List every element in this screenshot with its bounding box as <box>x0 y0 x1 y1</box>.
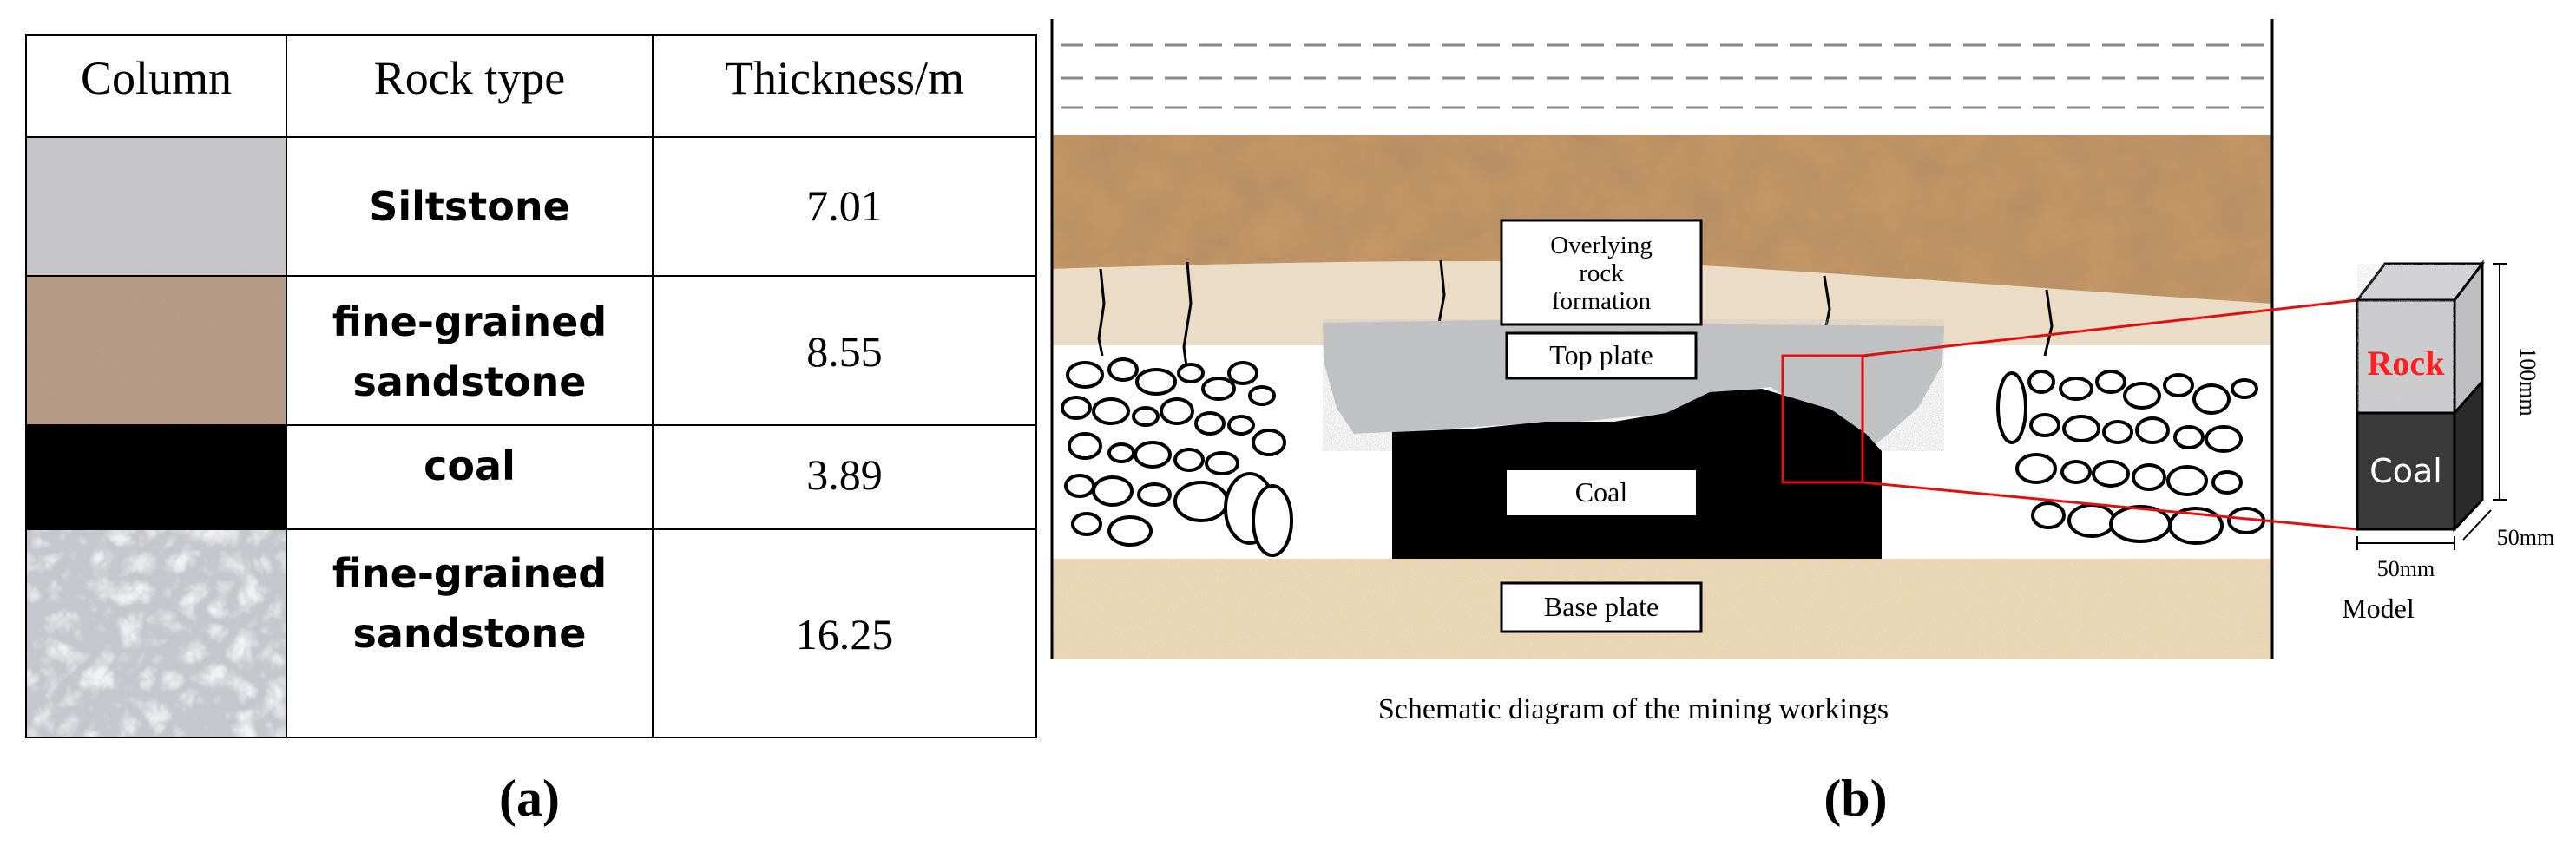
label-base-plate: Base plate <box>1500 581 1703 633</box>
label-overlying-line3: formation <box>1552 287 1652 315</box>
rubble-right <box>1996 370 2265 545</box>
rock-type-fine-sandstone-1-line1: fine-grained <box>332 298 607 345</box>
surface-dashed-lines <box>1061 43 2265 109</box>
fracture-lines <box>1097 259 2054 374</box>
column-swatch-siltstone <box>26 137 286 276</box>
svg-text:Coal: Coal <box>1575 476 1628 508</box>
rock-type-siltstone: Siltstone <box>369 183 570 230</box>
label-overlying-line2: rock <box>1579 259 1624 287</box>
model-coal-label: Coal <box>2369 452 2442 490</box>
thickness-siltstone: 7.01 <box>806 181 883 230</box>
model-width-label: 50mm <box>2377 556 2435 581</box>
thickness-fine-sandstone-2: 16.25 <box>796 610 894 659</box>
rubble-left <box>1061 357 1293 557</box>
top-plate-rock <box>1323 319 1944 451</box>
column-swatch-coal <box>26 425 286 529</box>
model-block: Rock Coal 50mm 50mm 100mm Model <box>2342 259 2554 624</box>
model-depth-label: 50mm <box>2497 525 2554 550</box>
label-coal: Coal <box>1507 470 1696 515</box>
column-swatch-fine-sandstone-white <box>26 529 286 737</box>
rock-type-fine-sandstone-1-line2: sandstone <box>352 358 586 405</box>
rock-type-coal: coal <box>424 442 516 489</box>
diagram-caption: Schematic diagram of the mining workings <box>1378 693 1889 725</box>
label-overlying-rock: Overlying rock formation <box>1500 219 1703 326</box>
model-height-label: 100mm <box>2515 347 2540 416</box>
thickness-coal: 3.89 <box>806 450 883 499</box>
column-swatch-fine-sandstone-brown <box>26 276 286 425</box>
label-overlying-line1: Overlying <box>1550 232 1653 259</box>
svg-text:Top plate: Top plate <box>1549 339 1653 370</box>
rock-type-fine-sandstone-2-line1: fine-grained <box>332 550 607 597</box>
table-grid <box>25 34 1037 738</box>
header-column: Column <box>81 52 232 104</box>
base-plate-layer <box>1052 559 2272 659</box>
sample-callout <box>1781 298 2358 531</box>
panel-b-caption: (b) <box>1824 770 1887 827</box>
thickness-fine-sandstone-1: 8.55 <box>806 327 883 376</box>
header-thickness: Thickness/m <box>725 52 964 104</box>
rock-type-fine-sandstone-2-line2: sandstone <box>352 610 586 657</box>
model-rock-label: Rock <box>2368 344 2446 383</box>
panel-a-caption: (a) <box>499 770 560 827</box>
svg-text:Base plate: Base plate <box>1544 591 1659 622</box>
model-title: Model <box>2342 593 2415 624</box>
label-top-plate: Top plate <box>1505 331 1698 380</box>
header-rock-type: Rock type <box>374 52 565 104</box>
